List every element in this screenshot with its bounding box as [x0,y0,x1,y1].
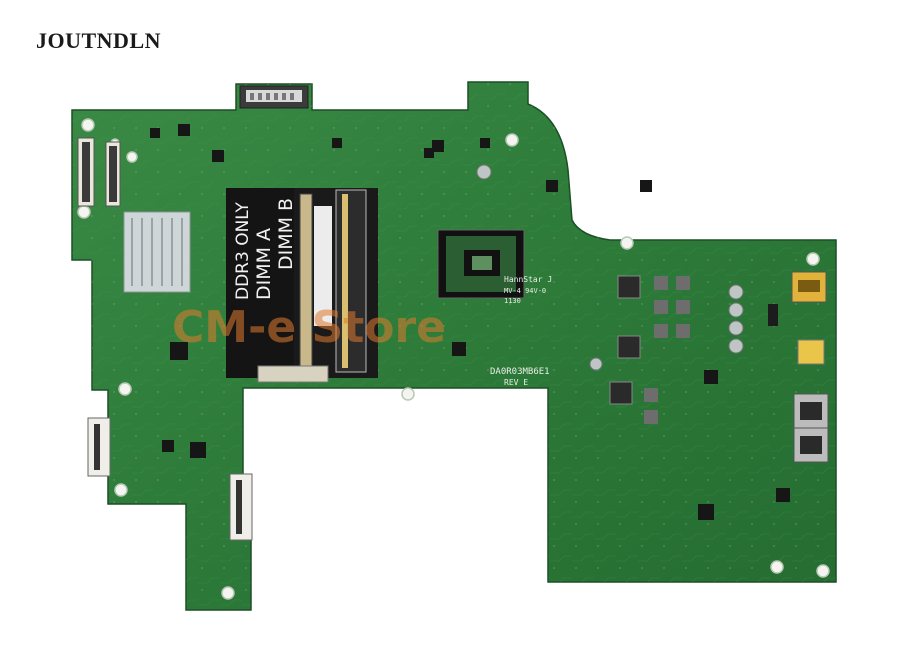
cpu-socket [437,229,525,299]
board-revision-text: REV E [504,378,528,387]
sata-connectors [87,417,253,541]
heatsink [123,211,191,293]
vendor-code-text: 1130 [504,297,521,305]
vendor-sub-text: MV-4 94V-0 [504,287,546,295]
small-chips [150,124,790,520]
power-connector [239,85,309,109]
side-ports [768,271,829,463]
ribbon-connectors [77,137,121,207]
brand-logo-text: JOUTNDLN [36,28,162,53]
dimm-label-ddr3: DDR3 ONLY [233,201,253,300]
vendor-text: HannStar J [504,275,552,284]
dimm-label-b: DIMM B [275,198,297,270]
capacitors [476,164,744,371]
dimm-label-a: DIMM A [253,228,275,300]
mounting-holes [77,118,830,600]
dimm-area [226,188,378,383]
inductors [609,275,641,405]
board-model-text: DA0R03MB6E1 [490,367,550,377]
watermark-text: CM-e Store [172,302,446,353]
